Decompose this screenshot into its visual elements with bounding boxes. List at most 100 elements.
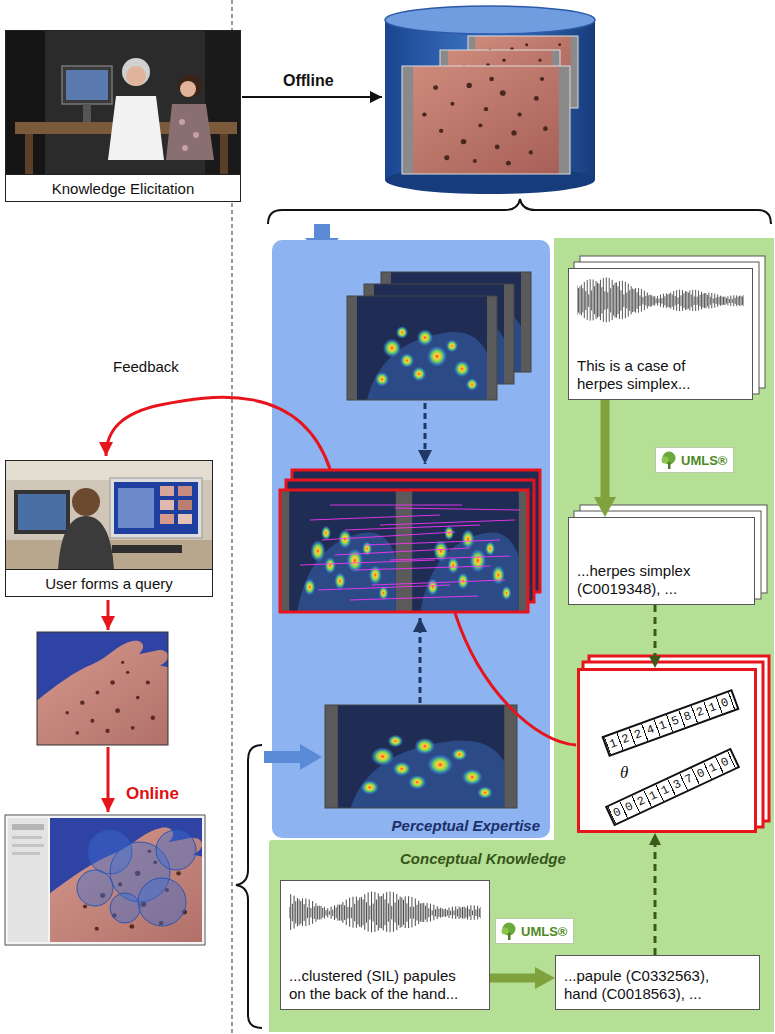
panel-title: Conceptual Knowledge bbox=[400, 850, 566, 867]
vector-strip: 0021137010 bbox=[604, 748, 739, 827]
query-image bbox=[32, 632, 173, 745]
label-text: Offline bbox=[283, 72, 334, 90]
flow-label: Feedback bbox=[113, 358, 179, 375]
user-photo bbox=[178, 486, 192, 496]
stacked-sheet bbox=[583, 662, 763, 827]
umls-icon bbox=[502, 928, 509, 935]
user-photo bbox=[178, 500, 192, 510]
brace bbox=[236, 745, 262, 1028]
vector-values: 0021137010 bbox=[610, 750, 737, 822]
offline-arrow bbox=[242, 97, 382, 98]
database-cylinder bbox=[402, 66, 570, 174]
user-photo bbox=[118, 488, 154, 528]
panel-title: Perceptual Expertise bbox=[392, 817, 540, 834]
matching-stack bbox=[310, 515, 440, 520]
feedback-curve bbox=[455, 613, 576, 745]
concept-box: ...papule (C0332563), hand (C0018563), .… bbox=[555, 955, 760, 1010]
transcript-box: This is a case of herpes simplex... bbox=[568, 268, 753, 400]
elicitation-photo bbox=[5, 30, 45, 177]
annotated-image bbox=[44, 818, 208, 942]
query-image bbox=[37, 632, 168, 745]
annotated-image bbox=[156, 830, 196, 870]
panel-heading: Perceptual Expertise bbox=[392, 817, 540, 834]
query-heatmap bbox=[325, 705, 517, 808]
photo-caption: User forms a query bbox=[6, 569, 212, 596]
annotated-image bbox=[12, 824, 44, 830]
user-photo bbox=[110, 478, 202, 538]
annotated-image bbox=[5, 815, 208, 945]
umls-icon bbox=[662, 457, 669, 464]
database-cylinder bbox=[385, 20, 595, 180]
matching-stack bbox=[350, 596, 478, 600]
caption-text: User forms a query bbox=[45, 575, 173, 592]
panel-heading: Conceptual Knowledge bbox=[400, 850, 566, 867]
annotated-image bbox=[138, 878, 186, 926]
box-body: This is a case of herpes simplex... bbox=[577, 357, 744, 393]
elicitation-photo bbox=[126, 66, 146, 86]
umls-icon bbox=[500, 922, 518, 940]
annotated-image bbox=[77, 830, 196, 926]
box-text: This is a case of herpes simplex... bbox=[577, 357, 732, 393]
perceptual-image-stack bbox=[347, 272, 531, 400]
perceptual-image-stack bbox=[347, 296, 497, 400]
matching-stack bbox=[322, 532, 455, 540]
annotated-image bbox=[8, 818, 48, 942]
query-heatmap bbox=[325, 705, 517, 808]
elicitation-photo bbox=[193, 132, 199, 138]
matching-stack bbox=[330, 505, 462, 506]
audio-waveform bbox=[289, 892, 481, 933]
query-image bbox=[32, 632, 173, 745]
elicitation-photo bbox=[66, 70, 108, 100]
elicitation-photo bbox=[220, 134, 228, 177]
vector-strip: 1224158210 bbox=[601, 689, 739, 757]
flow-label: Online bbox=[126, 784, 179, 804]
matching-stack bbox=[335, 548, 470, 555]
matching-stack bbox=[345, 525, 480, 530]
connector-arrow bbox=[490, 974, 535, 983]
box-body: ...herpes simplex (C0019348), ... bbox=[577, 562, 746, 598]
elicitation-photo bbox=[108, 96, 164, 160]
matching-stack bbox=[300, 560, 435, 565]
annotated-image bbox=[12, 852, 40, 855]
user-photo bbox=[112, 545, 182, 553]
box-text: ...clustered (SIL) papules on the back o… bbox=[289, 967, 461, 1003]
user-photo bbox=[160, 500, 174, 510]
stacked-sheet bbox=[589, 656, 769, 821]
photo-panel: User forms a query bbox=[5, 460, 213, 597]
elicitation-photo bbox=[179, 119, 185, 125]
user-photo bbox=[58, 516, 114, 571]
stacked-sheet bbox=[580, 505, 767, 593]
annotated-image bbox=[12, 844, 44, 847]
elicitation-photo bbox=[122, 58, 150, 86]
annotated-image bbox=[12, 836, 42, 839]
connector-arrow bbox=[654, 845, 657, 955]
user-photo bbox=[18, 494, 66, 530]
elicitation-photo bbox=[178, 74, 202, 98]
user-photo bbox=[160, 514, 174, 524]
elicitation-photo bbox=[182, 145, 188, 151]
stacked-sheet bbox=[574, 511, 761, 599]
matching-stack bbox=[380, 520, 515, 525]
umls-icon bbox=[508, 933, 511, 940]
transcript-box: ...clustered (SIL) papules on the back o… bbox=[280, 880, 490, 1010]
angle-mark: θ bbox=[620, 763, 628, 783]
umls-icon bbox=[660, 451, 678, 469]
audio-waveform bbox=[577, 275, 744, 327]
box-body: ...clustered (SIL) papules on the back o… bbox=[289, 967, 481, 1003]
vector-box: 1224158210 θ0021137010 bbox=[577, 668, 757, 833]
umls-logo: UMLS® bbox=[655, 447, 734, 473]
flow-arrow bbox=[107, 600, 110, 630]
annotated-image bbox=[77, 870, 113, 906]
flow-arrow bbox=[107, 747, 110, 812]
box-body: ...papule (C0332563), hand (C0018563), .… bbox=[564, 967, 751, 1003]
user-photo bbox=[5, 460, 213, 571]
database-cylinder bbox=[385, 6, 595, 194]
user-photo bbox=[160, 486, 174, 496]
user-photo bbox=[178, 514, 192, 524]
flow-arrow bbox=[264, 744, 322, 770]
connector-arrow bbox=[601, 400, 610, 497]
brace bbox=[268, 199, 771, 224]
connector-arrow bbox=[654, 605, 657, 656]
matching-stack bbox=[281, 491, 404, 611]
label-text: Online bbox=[126, 784, 179, 804]
